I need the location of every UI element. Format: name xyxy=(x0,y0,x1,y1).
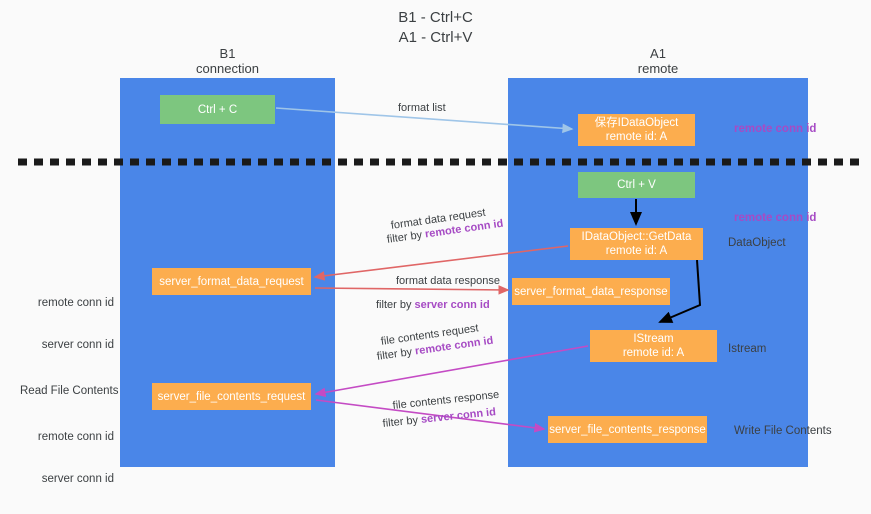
annotation-remote-conn-id-left-bottom: remote conn id xyxy=(37,431,114,443)
node-ctrl-v[interactable]: Ctrl + V xyxy=(578,172,695,198)
filter-by-text-1: filter by xyxy=(386,228,426,246)
annotation-istream: Istream xyxy=(728,343,767,355)
edge-label-filter-by-server-conn-id-1: filter by server conn id xyxy=(376,298,490,312)
edge-format-data-response xyxy=(314,285,510,295)
annotation-remote-conn-id-top: remote conn id xyxy=(734,123,817,135)
node-idataobject-getdata[interactable]: IDataObject::GetData remote id: A xyxy=(570,228,703,260)
annotation-remote-conn-id-left-top: remote conn id xyxy=(37,297,114,309)
server-conn-id-highlight-1: server conn id xyxy=(414,299,490,311)
node-server-format-data-request[interactable]: server_format_data_request xyxy=(152,268,311,295)
diagram-title: B1 - Ctrl+C A1 - Ctrl+V xyxy=(398,9,473,46)
diagram-canvas: B1 - Ctrl+C A1 - Ctrl+V B1 connection A1… xyxy=(18,9,860,485)
node-server-file-contents-response[interactable]: server_file_contents_response xyxy=(548,416,707,443)
annotation-read-file-contents: Read File Contents xyxy=(20,385,119,397)
filter-by-text-4: filter by xyxy=(382,413,422,430)
node-server-format-data-response[interactable]: server_format_data_response xyxy=(512,278,670,305)
node-save-idataobject[interactable]: 保存IDataObject remote id: A xyxy=(578,114,695,146)
lane-header-b1: B1 connection xyxy=(196,46,259,76)
node-istream[interactable]: IStream remote id: A xyxy=(590,330,717,362)
lane-header-a1: A1 remote xyxy=(637,46,679,76)
annotation-write-file-contents: Write File Contents xyxy=(734,425,832,437)
annotation-server-conn-id-left-bottom: server conn id xyxy=(41,473,114,485)
node-server-file-contents-request[interactable]: server_file_contents_request xyxy=(152,383,311,410)
node-ctrl-c[interactable]: Ctrl + C xyxy=(160,95,275,124)
filter-by-text-2: filter by xyxy=(376,299,415,311)
annotation-dataobject: DataObject xyxy=(728,237,786,249)
annotation-server-conn-id-left-top: server conn id xyxy=(41,339,114,351)
edge-label-format-data-response: format data response xyxy=(396,275,500,287)
annotation-left-conn-ids-top: remote conn id server conn id xyxy=(18,268,114,380)
filter-by-text-3: filter by xyxy=(376,345,416,363)
annotation-left-conn-ids-bottom: remote conn id server conn id xyxy=(18,402,114,514)
server-conn-id-highlight-2: server conn id xyxy=(420,406,497,426)
edge-label-format-list: format list xyxy=(398,102,446,114)
annotation-remote-conn-id-mid: remote conn id xyxy=(734,212,817,224)
